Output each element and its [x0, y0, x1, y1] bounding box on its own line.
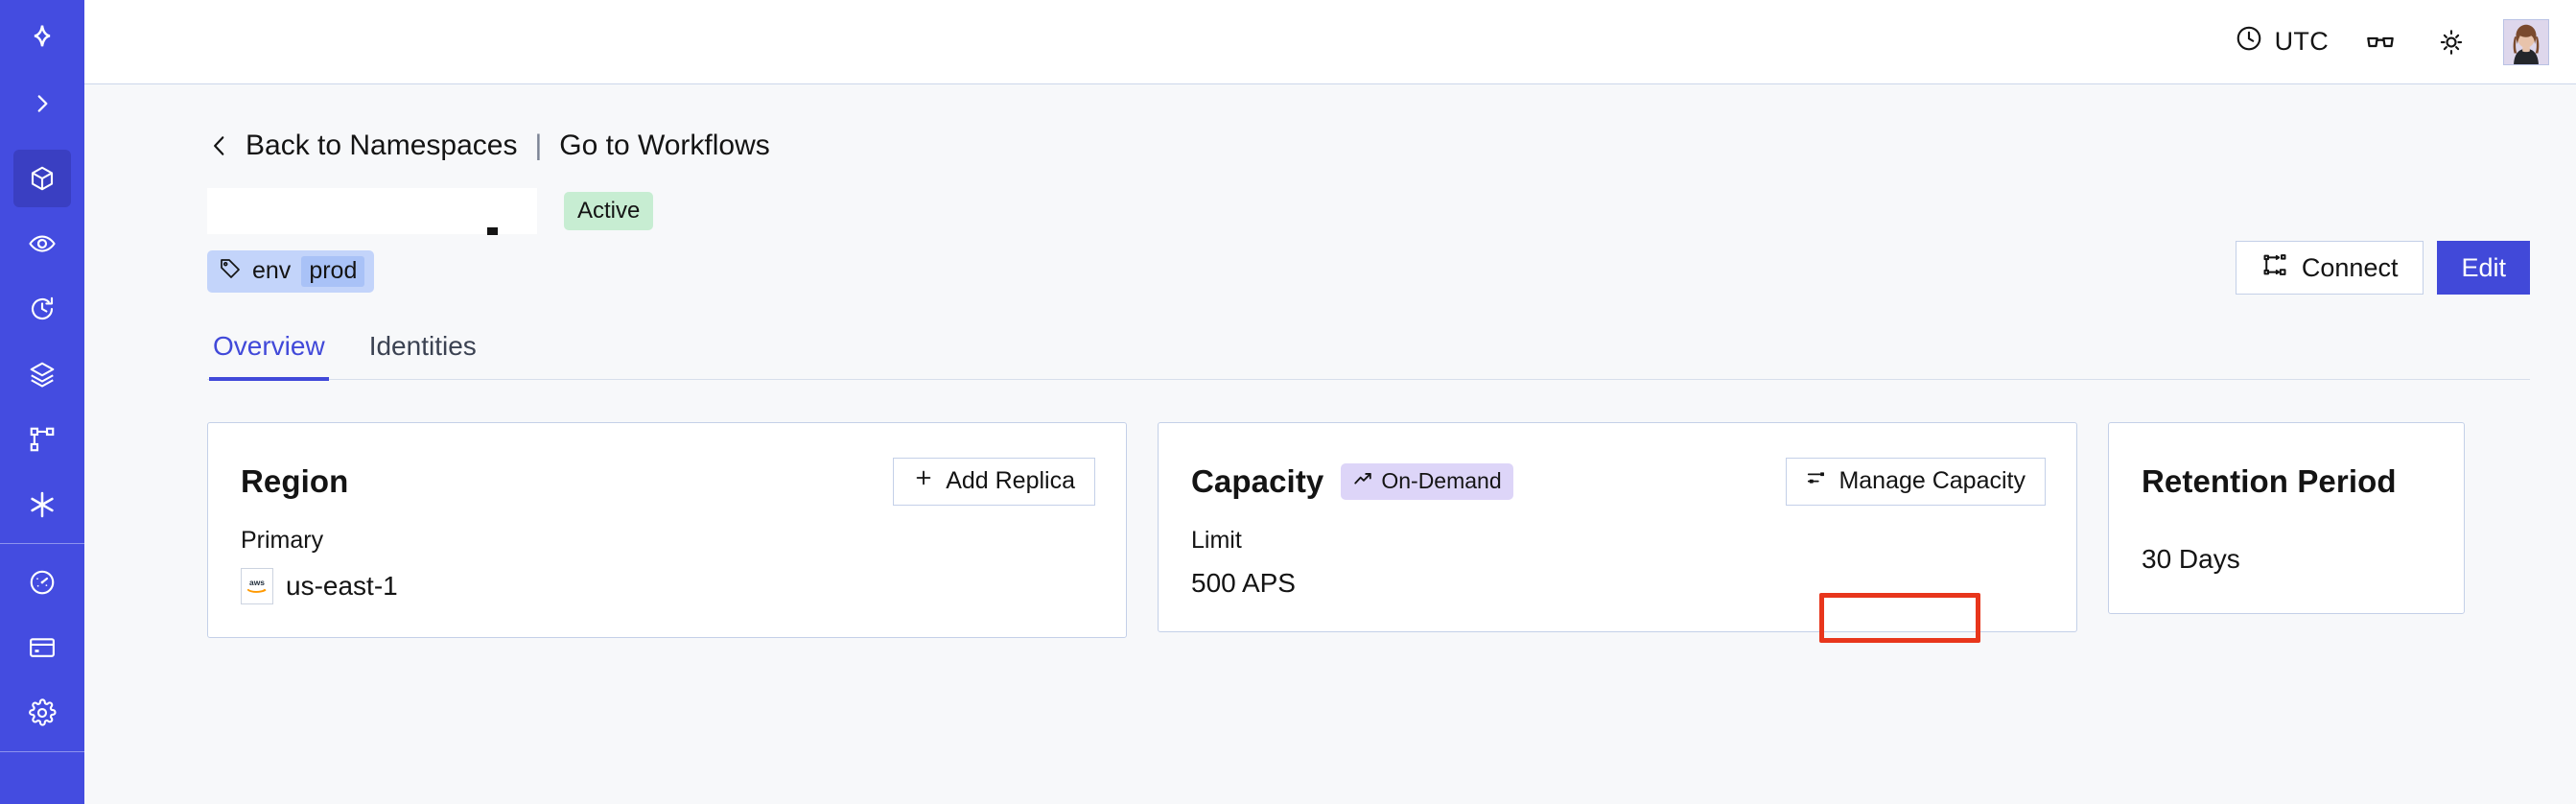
temporal-logo-icon[interactable]	[13, 8, 71, 65]
sidebar-item-usage[interactable]	[13, 554, 71, 611]
capacity-value: 500 APS	[1191, 567, 1296, 598]
gear-icon	[28, 698, 57, 727]
sidebar-item-nexus[interactable]	[13, 476, 71, 533]
avatar[interactable]	[2503, 18, 2549, 65]
edit-label: Edit	[2461, 252, 2506, 282]
tab-identities[interactable]: Identities	[368, 330, 477, 361]
branch-icon	[28, 425, 57, 454]
timezone-label: UTC	[2274, 27, 2329, 56]
clock-rewind-icon	[28, 295, 57, 323]
region-value-row: aws us-east-1	[241, 567, 1095, 604]
region-card: Region Add Replica Primary	[207, 421, 1127, 638]
sidebar-item-observability[interactable]	[13, 215, 71, 272]
region-card-title: Region	[241, 462, 349, 499]
title-redaction-artifact	[487, 227, 498, 235]
tag-chip-env[interactable]: env prod	[207, 250, 375, 293]
plus-icon	[913, 467, 934, 495]
region-primary-label: Primary	[241, 526, 324, 554]
overview-cards: Region Add Replica Primary	[207, 421, 2530, 638]
connect-button[interactable]: Connect	[2235, 241, 2424, 295]
retention-card-title: Retention Period	[2142, 462, 2397, 499]
status-badge: Active	[564, 192, 654, 230]
region-value: us-east-1	[286, 570, 398, 601]
add-replica-label: Add Replica	[946, 467, 1075, 494]
expand-sidebar-icon[interactable]	[13, 75, 71, 132]
namespace-title-row: Active	[207, 185, 2530, 237]
manage-capacity-label: Manage Capacity	[1838, 467, 2026, 494]
sidebar-item-billing[interactable]	[13, 619, 71, 676]
retention-card: Retention Period 30 Days	[2108, 421, 2465, 614]
sidebar-divider-top	[0, 543, 84, 544]
capacity-card-title: Capacity	[1191, 462, 1324, 499]
eye-icon	[28, 229, 57, 258]
breadcrumb-workflows-link[interactable]: Go to Workflows	[559, 130, 770, 161]
tag-icon	[219, 257, 242, 287]
connect-icon	[2261, 251, 2288, 285]
page-title	[207, 188, 537, 234]
namespace-tags: env prod	[207, 250, 2530, 293]
sidebar-item-namespaces[interactable]	[13, 150, 71, 207]
tab-bar: Overview Identities	[207, 330, 2530, 381]
breadcrumb-separator: |	[534, 130, 543, 161]
sun-icon[interactable]	[2432, 23, 2471, 61]
trend-up-icon	[1352, 468, 1373, 495]
header-actions: Connect Edit	[2235, 241, 2530, 295]
layers-icon	[28, 360, 57, 389]
connect-label: Connect	[2301, 252, 2399, 282]
sidebar-item-settings[interactable]	[13, 684, 71, 742]
breadcrumb: Back to Namespaces | Go to Workflows	[207, 130, 2530, 162]
cube-icon	[28, 164, 57, 193]
chevron-left-icon[interactable]	[207, 131, 232, 160]
capacity-mode-badge: On-Demand	[1341, 462, 1513, 500]
clock-icon	[2235, 24, 2263, 59]
timezone-selector[interactable]: UTC	[2235, 24, 2329, 59]
manage-capacity-button[interactable]: Manage Capacity	[1786, 457, 2046, 506]
sidebar-item-workflows[interactable]	[13, 411, 71, 468]
svg-text:aws: aws	[249, 578, 265, 587]
asterisk-icon	[27, 489, 58, 520]
tab-overview[interactable]: Overview	[209, 331, 329, 381]
content-area: Back to Namespaces | Go to Workflows Act…	[84, 84, 2576, 804]
retention-value: 30 Days	[2142, 543, 2240, 574]
sidebar-divider-bottom	[0, 751, 84, 752]
gauge-icon	[28, 568, 57, 597]
sidebar-item-layers[interactable]	[13, 345, 71, 403]
capacity-card: Capacity On-Demand	[1158, 421, 2077, 632]
aws-icon: aws	[241, 567, 273, 604]
glasses-icon[interactable]	[2361, 23, 2400, 61]
main-area: UTC	[84, 0, 2576, 804]
breadcrumb-back-link[interactable]: Back to Namespaces	[246, 130, 518, 161]
tag-key: env	[252, 257, 292, 284]
edit-button[interactable]: Edit	[2437, 241, 2530, 295]
sidebar-item-history[interactable]	[13, 280, 71, 338]
tag-value: prod	[301, 256, 365, 287]
primary-sidebar	[0, 0, 84, 804]
add-replica-button[interactable]: Add Replica	[893, 457, 1095, 506]
credit-card-icon	[28, 633, 57, 662]
sliders-icon	[1806, 467, 1827, 495]
capacity-limit-label: Limit	[1191, 526, 1242, 554]
capacity-mode-label: On-Demand	[1381, 468, 1502, 493]
top-bar: UTC	[84, 0, 2576, 84]
